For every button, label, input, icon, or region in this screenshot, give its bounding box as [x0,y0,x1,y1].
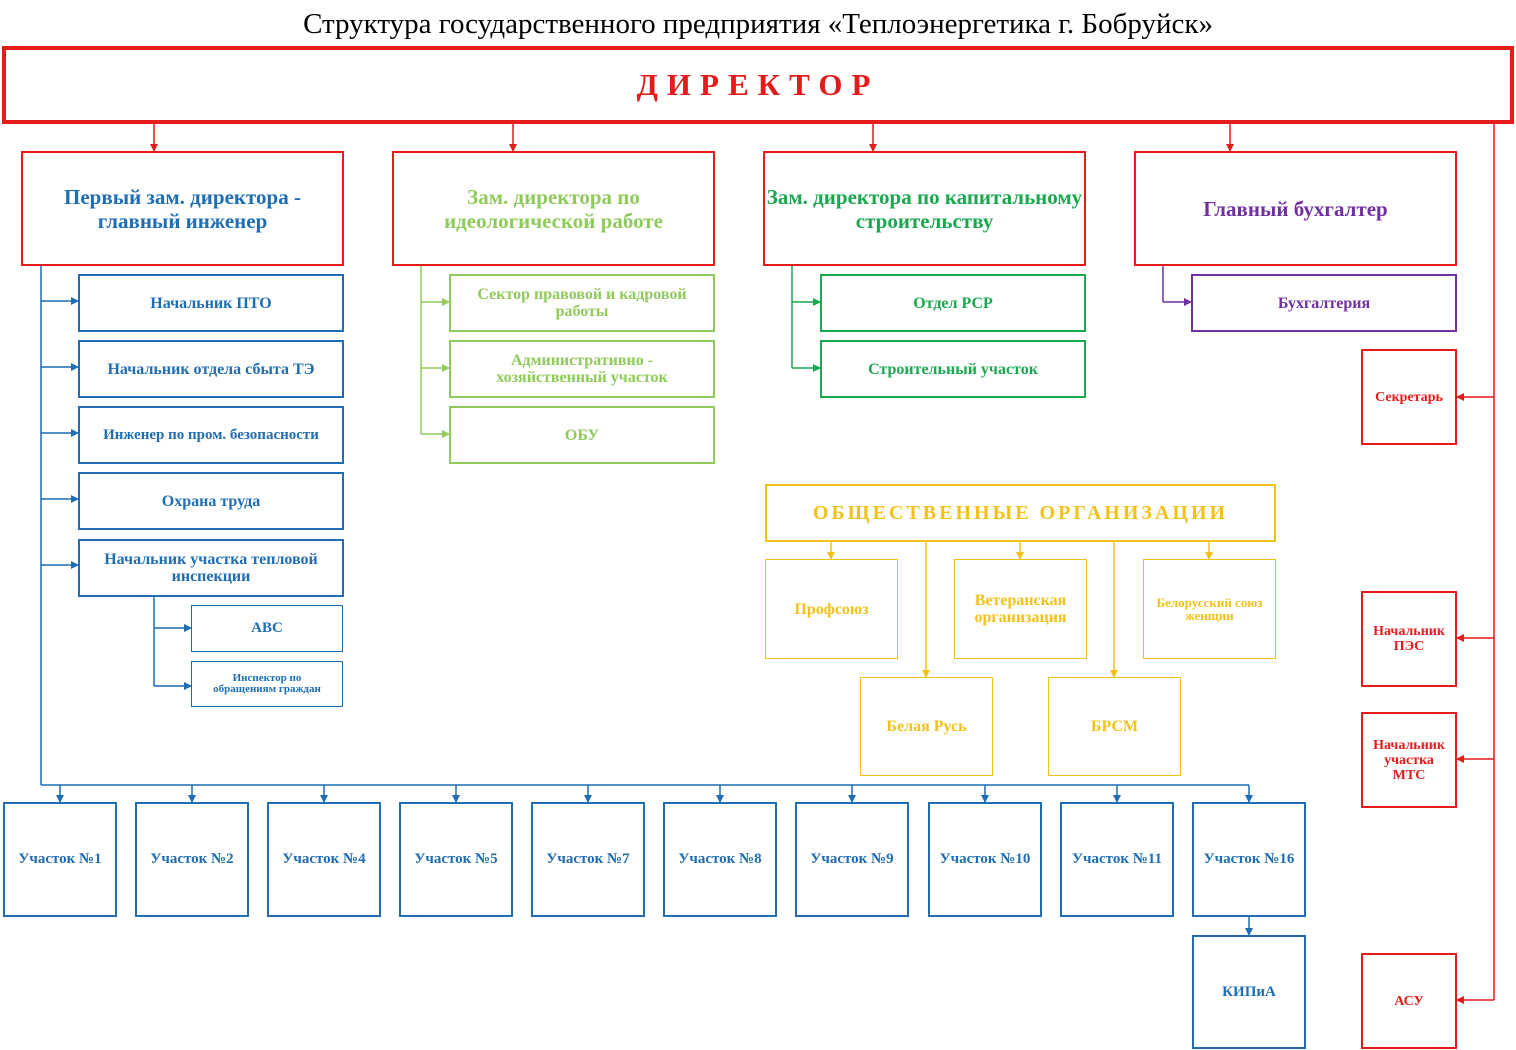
site-box: Участок №10 [928,802,1042,917]
obu-box: ОБУ [449,406,715,464]
pes-head-box: Начальник ПЭС [1361,591,1457,687]
women-union-box: Белорусский союз женщин [1143,559,1276,659]
avs-box: АВС [191,605,343,652]
director-box: ДИРЕКТОР [2,46,1514,124]
belaya-rus-box: Белая Русь [860,677,993,776]
trade-union-box: Профсоюз [765,559,898,659]
site-box: Участок №4 [267,802,381,917]
site-box: Участок №1 [3,802,117,917]
asu-box: АСУ [1361,953,1457,1049]
site-box: Участок №5 [399,802,513,917]
secretary-box: Секретарь [1361,349,1457,445]
accounting-box: Бухгалтерия [1191,274,1457,332]
sales-head-box: Начальник отдела сбыта ТЭ [78,340,344,398]
chief-accountant-box: Главный бухгалтер [1134,151,1457,266]
construction-deputy-box: Зам. директора по капитальному строитель… [763,151,1086,266]
first-deputy-box: Первый зам. директора - главный инженер [21,151,344,266]
citizen-inspector-box: Инспектор по обращениям граждан [191,661,343,707]
public-orgs-header-box: ОБЩЕСТВЕННЫЕ ОРГАНИЗАЦИИ [765,484,1276,542]
page-title: Структура государственного предприятия «… [303,8,1213,40]
site-box: Участок №2 [135,802,249,917]
mts-head-box: Начальник участка МТС [1361,712,1457,808]
site-box: Участок №9 [795,802,909,917]
legal-hr-sector-box: Сектор правовой и кадровой работы [449,274,715,332]
admin-site-box: Административно - хозяйственный участок [449,340,715,398]
pto-head-box: Начальник ПТО [78,274,344,332]
labor-protection-box: Охрана труда [78,472,344,530]
safety-engineer-box: Инженер по пром. безопасности [78,406,344,464]
site-box: Участок №7 [531,802,645,917]
brsm-box: БРСМ [1048,677,1181,776]
site-box: Участок №11 [1060,802,1174,917]
heat-inspection-head-box: Начальник участка тепловой инспекции [78,539,344,597]
site-box: Участок №8 [663,802,777,917]
ideology-deputy-box: Зам. директора по идеологической работе [392,151,715,266]
site-box: Участок №16 [1192,802,1306,917]
veterans-org-box: Ветеранская организация [954,559,1087,659]
construction-site-box: Строительный участок [820,340,1086,398]
kipia-box: КИПиА [1192,935,1306,1049]
rsr-department-box: Отдел РСР [820,274,1086,332]
